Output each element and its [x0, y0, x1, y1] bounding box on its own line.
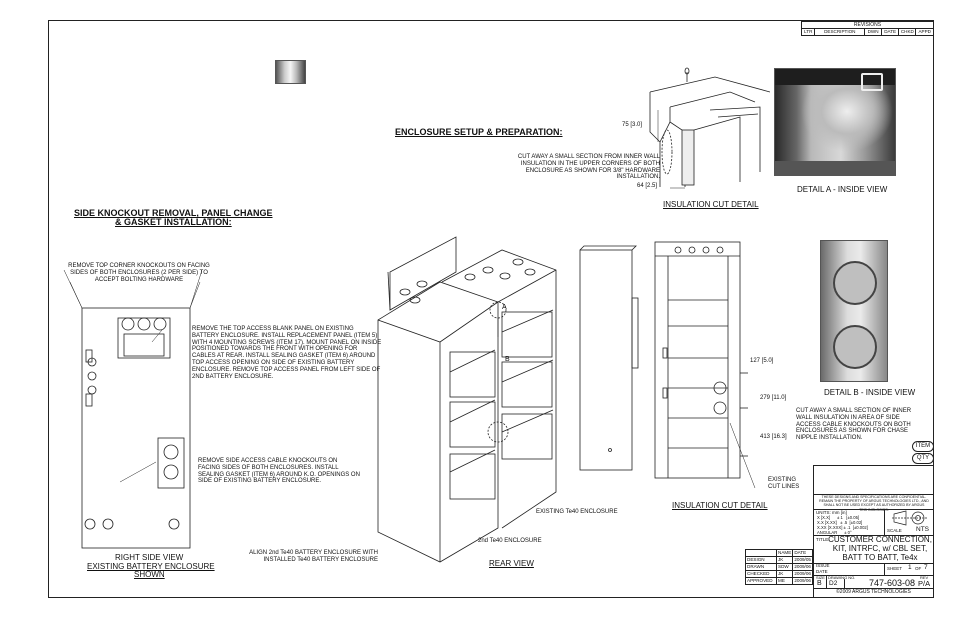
signoff-date: 2009/06 [792, 563, 813, 571]
dim-75: 75 [3.0] [622, 122, 643, 128]
issue-label: ISSUE [816, 563, 830, 568]
drawing-sheet [48, 20, 934, 598]
heading-enclosure-setup: ENCLOSURE SETUP & PREPARATION: [395, 127, 563, 137]
drawing-number: 747-603-08 [869, 578, 916, 588]
note-2nd-te40: 2nd Te40 ENCLOSURE [478, 538, 542, 544]
note-cut-away-inner: CUT AWAY A SMALL SECTION OF INNER WALL I… [796, 408, 912, 442]
note-existing-te40: EXISTING Te40 ENCLOSURE [536, 509, 618, 515]
note-cut-away-upper: CUT AWAY A SMALL SECTION FROM INNER WALL… [517, 154, 660, 181]
title-label: TITLE: [816, 537, 830, 542]
date-label: DATE [816, 569, 828, 574]
title-line-2: KIT, INTRFC, w/ CBL SET, [832, 544, 928, 553]
revisions-title: REVISIONS [801, 21, 934, 28]
title-block-header [814, 466, 933, 495]
item-bubble: ITEM [912, 441, 934, 452]
dim-413: 413 [16.3] [760, 434, 787, 440]
signoff-header-name: NAME [775, 549, 794, 557]
detail-a-photo [774, 68, 896, 176]
scale-label: SCALE [887, 528, 902, 533]
revisions-col-chkd: CHKD [898, 28, 917, 36]
revisions-col-ltr: LTR [800, 28, 816, 36]
of-value: 7 [924, 564, 928, 571]
title-block: THESE DESIGNS AND SPECIFICATIONS ARE CON… [813, 465, 934, 598]
dim-64: 64 [2.5] [637, 183, 658, 189]
copyright: ©2009 ARGUS TECHNOLOGIES [836, 589, 911, 595]
note-align-2nd: ALIGN 2nd Te40 BATTERY ENCLOSURE WITH IN… [249, 550, 378, 563]
signoff-role: CHECKED [745, 570, 777, 578]
signoff-header-date: DATE [792, 549, 813, 557]
signoff-date: 2009/05 [792, 556, 813, 564]
note-remove-top-corner: REMOVE TOP CORNER KNOCKOUTS ON FACING SI… [68, 263, 210, 283]
note-remove-side-access: REMOVE SIDE ACCESS CABLE KNOCKOUTS ON FA… [198, 458, 360, 485]
signoff-name: JK [775, 556, 794, 564]
signoff-name: SDW [775, 563, 794, 571]
size-label: SIZE [816, 575, 825, 580]
drawing-no-label: DRAWING NO. [828, 575, 856, 580]
tolerance-row: X.X [X.XX] ± .5 [±0.02] [817, 520, 863, 525]
rev-label: REV [920, 575, 929, 580]
scale-value: NTS [916, 526, 929, 533]
caption-insulation-cut-bottom: INSULATION CUT DETAIL [672, 501, 768, 510]
caption-right-side-view: RIGHT SIDE VIEW [115, 553, 184, 562]
callout-a: A [502, 304, 507, 311]
detail-b-photo [820, 240, 888, 382]
sheet-value: 1 [908, 564, 912, 571]
dim-279: 279 [11.0] [760, 395, 787, 401]
signoff-name: ME [775, 577, 794, 585]
revisions-col-description: DESCRIPTION [814, 28, 866, 36]
tolerance-row: ANGULAR ± 0° [817, 530, 852, 535]
note-existing-cut-lines: EXISTING CUT LINES [768, 477, 800, 490]
size-value: B [817, 580, 822, 587]
drawing-prefix: D2 [829, 580, 838, 587]
caption-detail-a: DETAIL A - INSIDE VIEW [797, 185, 888, 194]
rear-view-enclosures-drawing [377, 236, 557, 563]
units-label: UNITS: mm [in] [816, 510, 847, 515]
signoff-date: 2009/06 [792, 570, 813, 578]
revisions-col-dwn: DWN [864, 28, 883, 36]
projection-symbol-icon [892, 510, 928, 526]
heading-side-knockout-1: SIDE KNOCKOUT REMOVAL, PANEL CHANGE [74, 208, 273, 218]
revisions-col-date: DATE [881, 28, 900, 36]
caption-insulation-cut-top: INSULATION CUT DETAIL [663, 200, 759, 209]
rear-open-enclosure-drawing [579, 241, 756, 489]
thumbnail-photo [275, 60, 306, 84]
dim-127: 127 [5.0] [750, 358, 774, 364]
caption-existing-battery: EXISTING BATTERY ENCLOSURE [87, 562, 215, 571]
signoff-role: DESIGN [745, 556, 777, 564]
caption-shown: SHOWN [134, 570, 165, 579]
revisions-col-appd: APPD [915, 28, 934, 36]
signoff-role: APPROVED [745, 577, 777, 585]
tolerance-row: X.XX [X.XXX] ± .1 [±0.002] [817, 525, 868, 530]
rev-value: P/A [918, 579, 931, 588]
caption-rear-view: REAR VIEW [489, 559, 534, 568]
caption-detail-b: DETAIL B - INSIDE VIEW [824, 388, 916, 397]
signoff-header-0 [745, 549, 777, 557]
of-label: OF [915, 566, 922, 571]
right-side-view-drawing [63, 269, 202, 549]
title-line-3: BATT TO BATT, Te4x [842, 553, 918, 562]
signoff-name: JK [775, 570, 794, 578]
signoff-role: DRAWN [745, 563, 777, 571]
heading-side-knockout-2: & GASKET INSTALLATION: [115, 217, 232, 227]
note-remove-top-access: REMOVE THE TOP ACCESS BLANK PANEL ON EXI… [192, 326, 382, 380]
sheet-label: SHEET [887, 566, 903, 571]
qty-bubble: QTY [912, 453, 934, 464]
signoff-date: 2009/06 [792, 577, 813, 585]
title-line-1: CUSTOMER CONNECTION, [828, 535, 932, 544]
callout-b: B [505, 356, 510, 363]
tolerance-row: X [X.X] ± 1 [±0.05] [817, 515, 860, 520]
insulation-cut-detail-drawing [649, 67, 770, 189]
